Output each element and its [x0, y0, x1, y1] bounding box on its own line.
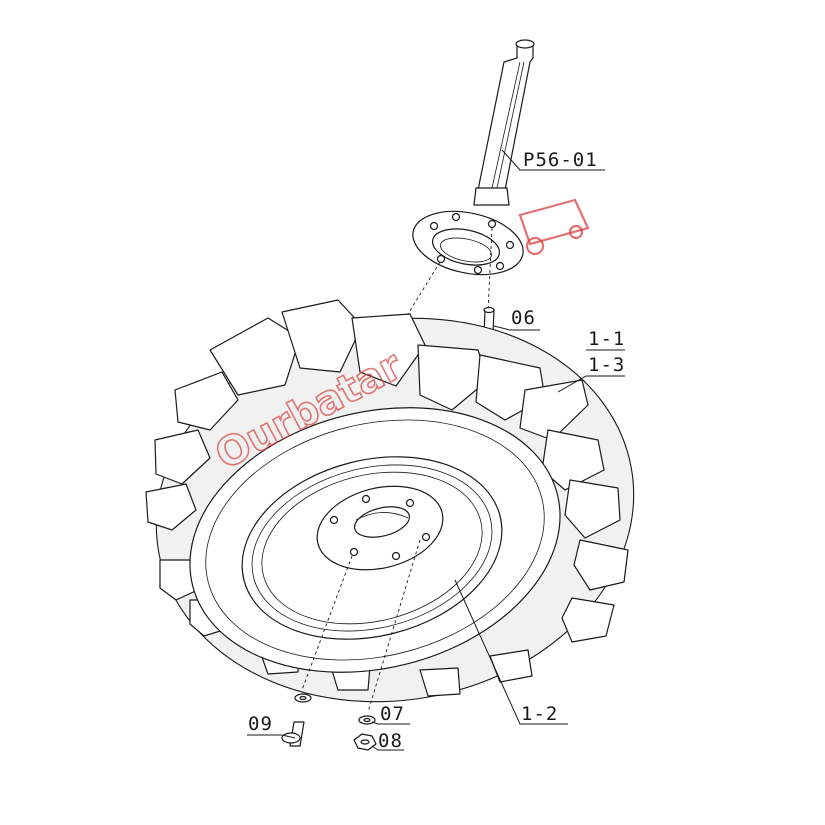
callout-06: 06 — [511, 307, 536, 329]
bolt-09 — [281, 693, 312, 747]
callout-07: 07 — [380, 703, 405, 725]
callout-1-1: 1-1 — [588, 328, 625, 350]
callout-1-2: 1-2 — [521, 703, 558, 725]
callouts: P56-01 06 1-1 1-3 1-2 09 07 08 — [247, 149, 625, 752]
wheel-rim — [241, 456, 503, 640]
callout-p56-01: P56-01 — [523, 149, 598, 171]
tread-lugs — [145, 299, 629, 697]
nut-07-08 — [353, 715, 377, 751]
axle-shaft — [473, 39, 535, 206]
callout-08: 08 — [378, 730, 403, 752]
callout-09: 09 — [248, 713, 273, 735]
callout-1-3: 1-3 — [588, 354, 625, 376]
axle-flange — [412, 210, 524, 276]
